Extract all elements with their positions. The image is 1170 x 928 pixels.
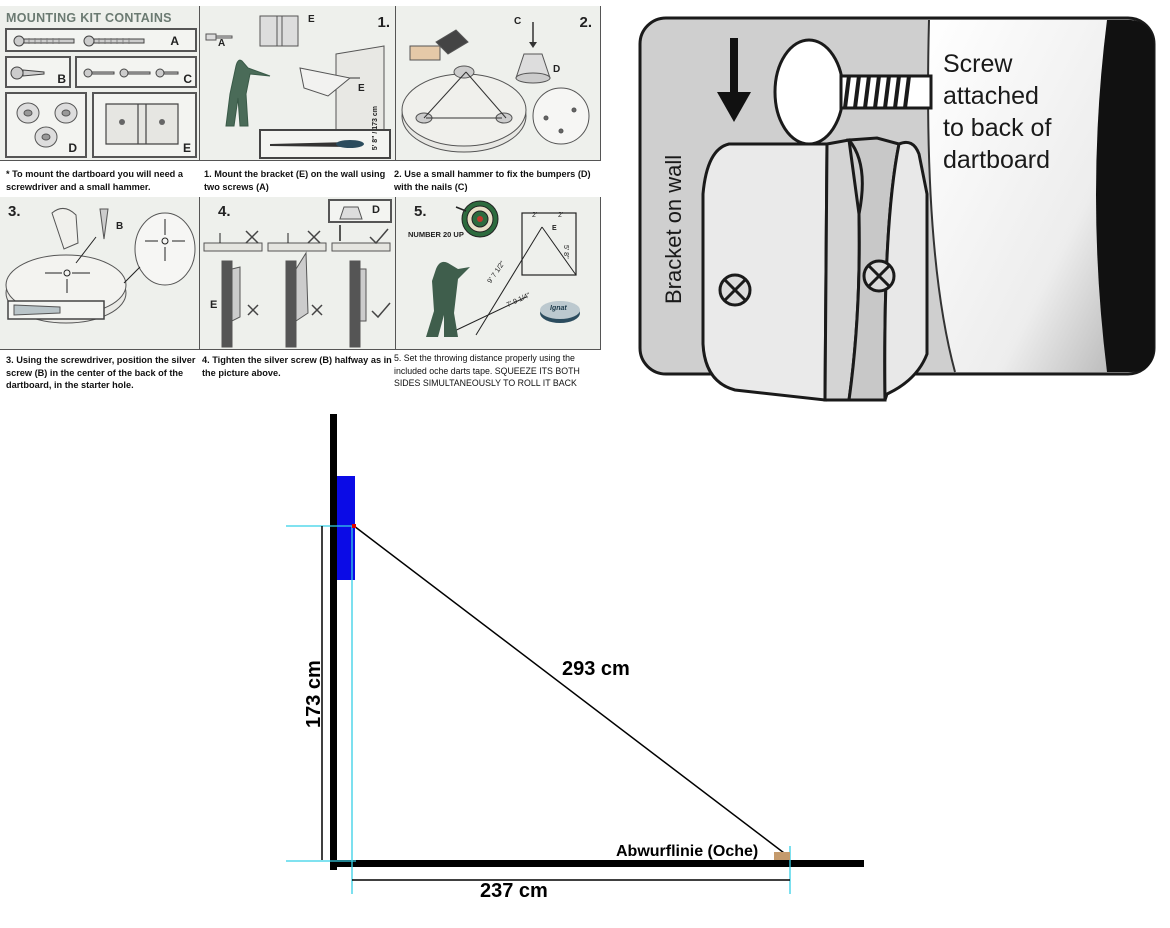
bracket-illustration: Screw attached to back of dartboard Brac… <box>638 16 1156 402</box>
throw-distance-diagram: 173 cm 293 cm 237 cm Abwurflinie (Oche) <box>286 414 864 902</box>
floor-line <box>330 860 864 867</box>
screw-icon <box>839 74 933 110</box>
caption-5: 5. Set the throwing distance properly us… <box>394 353 580 388</box>
step-3-illustration <box>5 208 196 324</box>
step-2-number: 2. <box>579 14 592 31</box>
step-5-panel: 5. NUMBER 20 UP 2' 2' E 5' 8" 9' 7 1/2" … <box>396 197 601 350</box>
p5-dim-3: 5' 8" <box>562 245 569 259</box>
caption-0: * To mount the dartboard you will need a… <box>6 169 183 192</box>
bullseye-dot <box>352 524 356 528</box>
p1-height-label: 5' 8" / 173 cm <box>372 106 379 151</box>
bumper-icon <box>339 206 363 220</box>
screw-a-icon <box>13 35 145 47</box>
kit-label-e: E <box>182 141 191 155</box>
p1-label-e: E <box>358 83 365 94</box>
bracket-e-icon <box>105 103 179 145</box>
screw-label-line-3: to back of <box>943 114 1051 142</box>
diagonal-label: 293 cm <box>562 658 630 680</box>
screw-b-icon <box>10 66 45 80</box>
step-4-illustration <box>203 225 391 348</box>
kit-title: MOUNTING KIT CONTAINS <box>6 11 172 25</box>
screw-label-line-2: attached <box>943 82 1039 110</box>
p5-number-20-up: NUMBER 20 UP <box>408 230 464 239</box>
p1-label-a: A <box>218 38 226 49</box>
step-2-panel: 2. C D <box>396 6 601 161</box>
p3-label-b: B <box>116 221 124 232</box>
step-3-number: 3. <box>8 203 21 220</box>
p4-label-d: D <box>372 204 380 216</box>
kit-box-d: D <box>5 92 87 158</box>
kit-box-e: E <box>92 92 197 158</box>
step-4-panel: 4. D <box>200 197 396 350</box>
caption-3: 3. Using the screwdriver, position the s… <box>6 355 196 390</box>
oche-mark <box>774 852 790 860</box>
p5-dim-2: 2' <box>558 212 564 219</box>
step-4-number: 4. <box>218 203 231 220</box>
kit-box-b: B <box>5 56 71 88</box>
kit-label-c: C <box>183 72 192 86</box>
step-2-illustration <box>401 22 590 153</box>
kit-label-a: A <box>170 34 179 48</box>
p2-label-d: D <box>553 64 561 75</box>
down-arrow-icon <box>717 38 751 122</box>
wall-line <box>330 414 337 870</box>
p4-label-e: E <box>210 299 218 311</box>
caption-2: 2. Use a small hammer to fix the bumpers… <box>394 169 591 192</box>
step-1-illustration <box>205 15 391 159</box>
height-label: 173 cm <box>303 660 325 728</box>
step-5-number: 5. <box>414 203 427 220</box>
bumper-d-icon <box>16 102 78 148</box>
kit-box-a: A <box>5 28 197 52</box>
dartboard-icon <box>461 200 499 238</box>
step-1-panel: 1. A E E 5' 8" / 173 cm <box>200 6 396 161</box>
step-1-number: 1. <box>377 14 390 31</box>
p5-dim-1: 2' <box>532 212 538 219</box>
kit-box-c: C <box>75 56 197 88</box>
nail-c-icon <box>83 68 179 78</box>
instruction-sheet: MOUNTING KIT CONTAINS A B <box>0 0 601 400</box>
oche-label: Abwurflinie (Oche) <box>616 843 758 860</box>
p4-bumper-box: D <box>328 199 392 223</box>
wall-bracket <box>701 136 929 402</box>
caption-4: 4. Tighten the silver screw (B) halfway … <box>202 355 392 378</box>
p5-brand-logo: Ignat <box>550 305 567 312</box>
caption-1: 1. Mount the bracket (E) on the wall usi… <box>204 169 386 192</box>
dartboard-rect <box>337 476 355 580</box>
diagonal-line <box>353 525 789 857</box>
step-3-panel: 3. B <box>0 197 200 350</box>
step-5-illustration <box>426 200 580 337</box>
screw-label-line-4: dartboard <box>943 146 1050 174</box>
distance-label: 237 cm <box>480 880 548 902</box>
kit-label-b: B <box>57 72 66 86</box>
p2-label-c: C <box>514 16 522 27</box>
p5-label-e: E <box>552 225 557 232</box>
screw-label-line-1: Screw <box>943 50 1013 78</box>
kit-panel: MOUNTING KIT CONTAINS A B <box>0 6 200 161</box>
p1-label-e-top: E <box>308 14 315 25</box>
kit-label-d: D <box>68 141 77 155</box>
wall-label: Bracket on wall <box>661 155 686 304</box>
